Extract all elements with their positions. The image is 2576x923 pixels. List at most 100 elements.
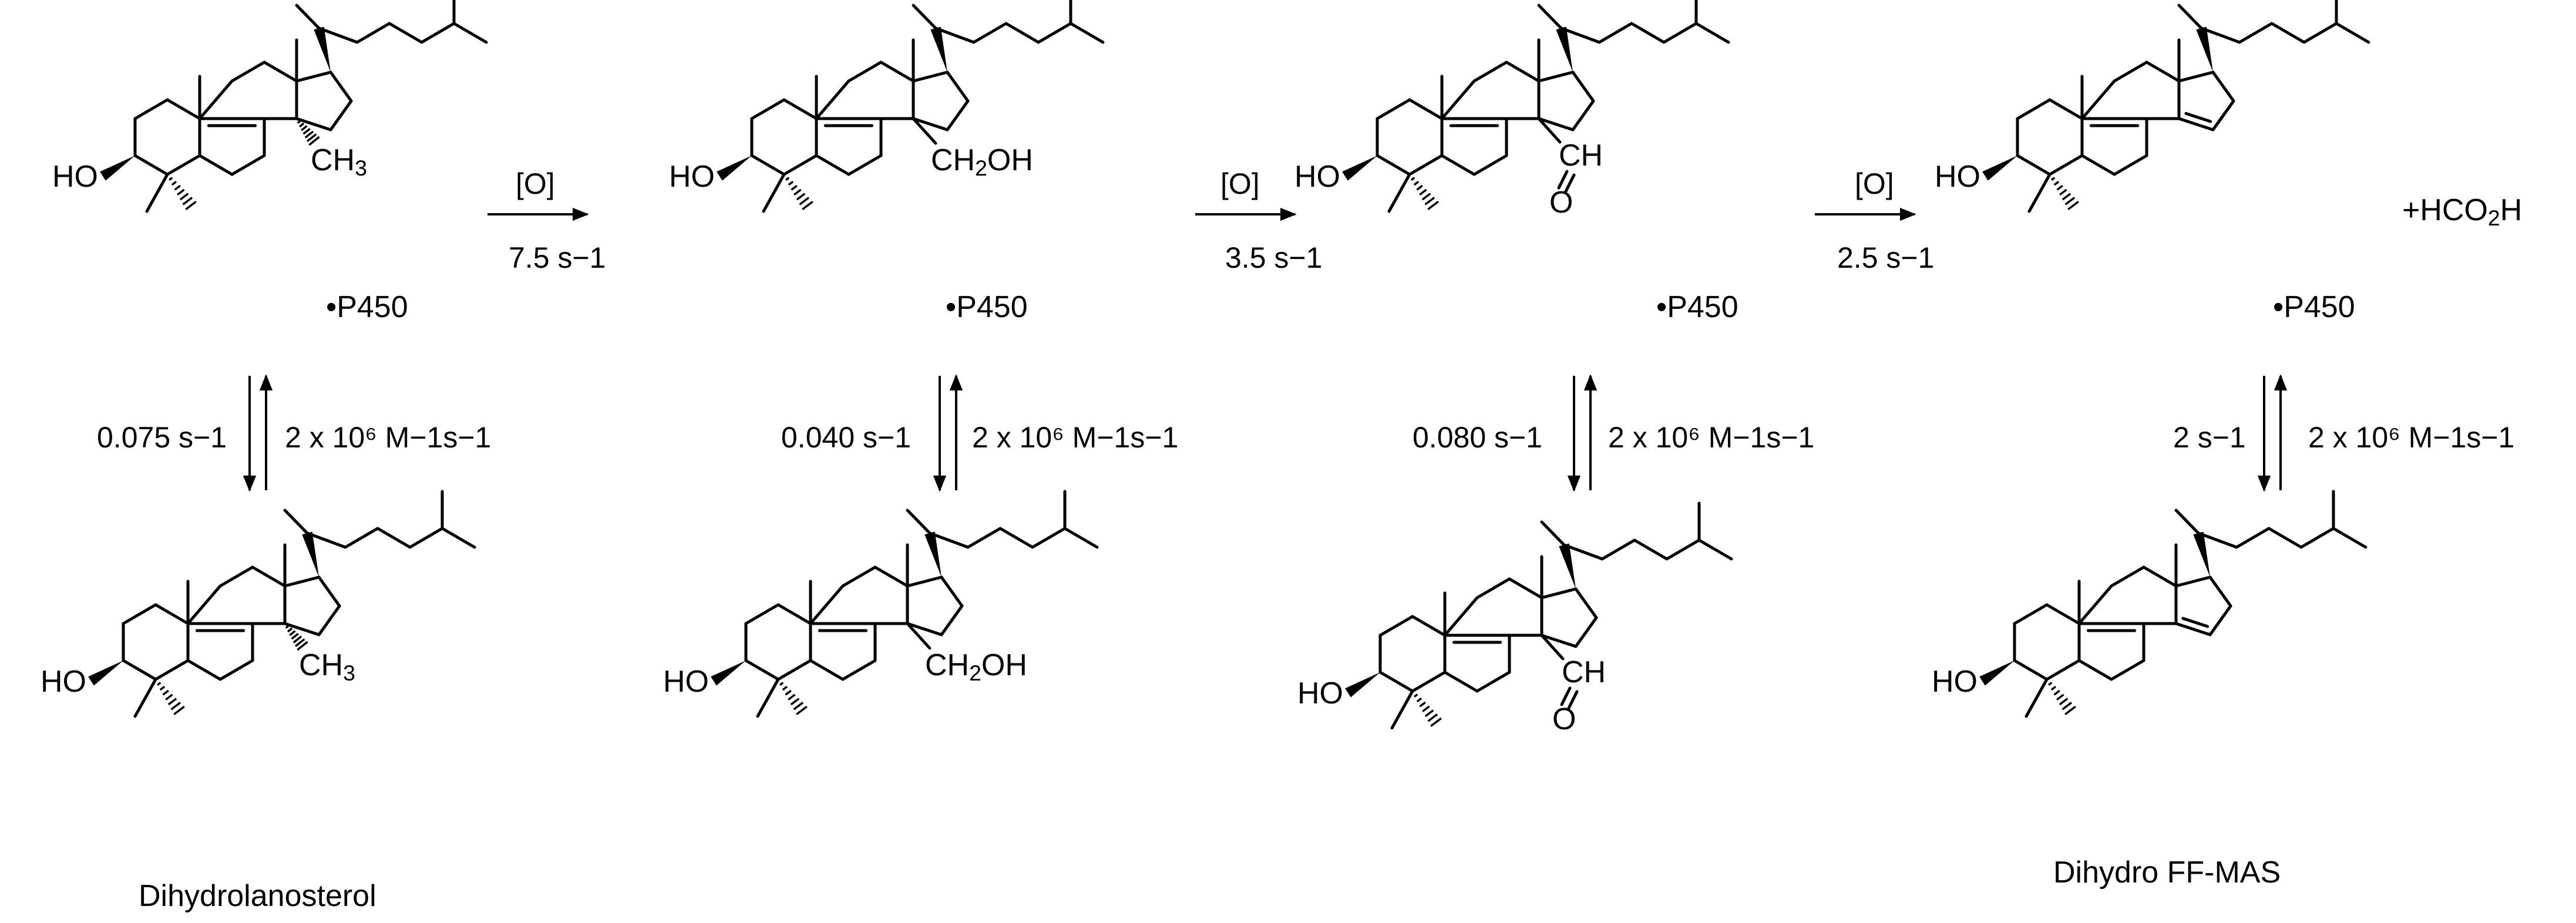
molecule-1-bottom-hash-me4-hash — [165, 693, 173, 700]
molecule-3-bottom-bond — [1443, 671, 1479, 693]
molecule-3-bottom-wedge-oh — [1345, 672, 1380, 698]
molecule-4-top-bond — [2302, 22, 2338, 44]
molecule-4-bottom-db1415-inner — [2181, 617, 2210, 628]
compound-name-dihydro-ff-mas: Dihydro FF-MAS — [2053, 855, 2281, 890]
molecule-4-bottom-bond — [2045, 659, 2081, 681]
molecule-1-bottom-bond — [305, 531, 347, 549]
p450-label-1: •P450 — [326, 290, 408, 324]
molecule-1-bottom-wedge-sidechain — [302, 531, 319, 577]
molecule-4-bottom-bond — [2332, 527, 2368, 549]
molecule-3-bottom-bond — [1574, 587, 1598, 619]
molecule-3-bottom-cho-bond — [1540, 634, 1565, 661]
molecule-1-bottom-hash-me4-hash — [159, 685, 166, 691]
molecule-2-top-ch2oh-label: CH2OH — [931, 143, 1033, 180]
molecule-1-bottom-hash-me14-hash — [285, 625, 290, 629]
molecule-2-bottom-bond — [1031, 527, 1067, 549]
molecule-3-top-hash-me4-hash — [1421, 193, 1431, 201]
molecule-1-top-ho-label: HO — [52, 160, 98, 194]
molecule-1-top-bond — [166, 154, 201, 176]
molecule-2-top-hash-me4-hash — [785, 177, 790, 181]
molecule-1-bottom-bond — [283, 508, 309, 535]
oxidation-3-rate: 2.5 s−1 — [1837, 241, 1935, 274]
molecule-3-bottom-hash-me4 — [1414, 693, 1442, 727]
molecule-1-bottom-ch3-label: CH3 — [299, 648, 355, 685]
molecule-1-bottom-bond — [154, 603, 190, 625]
molecule-3-top-wedge-oh — [1342, 156, 1377, 181]
molecule-3-top-hash-me4-hash — [1419, 188, 1427, 196]
molecule-4-bottom-bond — [2142, 565, 2178, 588]
molecule-1-top-bond — [295, 70, 332, 83]
molecule-4-bottom-bond — [2045, 603, 2081, 625]
molecule-2-top-bond — [750, 154, 786, 176]
molecule-2-bottom-bond — [966, 527, 1002, 549]
molecule-2-bottom-bond — [744, 603, 780, 625]
molecule-1-top-hash-me4-hash — [169, 177, 173, 181]
molecule-3-bottom-hash-me4-hash — [1414, 693, 1418, 698]
molecule-3-top-bond — [1408, 154, 1444, 176]
molecule-1-bottom-hash-me14-hash — [291, 632, 299, 640]
molecule-4-top-bond — [2177, 4, 2203, 30]
molecule-1-top-bond — [329, 70, 353, 103]
molecule-1-top-bond — [388, 22, 423, 44]
oxidation-2-rate: 3.5 s−1 — [1225, 241, 1323, 274]
molecule-3-top-bond — [1630, 22, 1666, 44]
molecule-1-top-hash-me14-hash — [308, 136, 320, 146]
molecule-1-top-hash-me14 — [297, 120, 320, 146]
molecule-1-top-hash-me14-hash — [301, 125, 308, 132]
molecule-4-top-bond — [2113, 154, 2148, 176]
molecule-2-bottom-ch2-bond — [906, 622, 931, 650]
molecule-2-top-bond — [1069, 22, 1105, 44]
molecule-2-bottom-bond — [756, 678, 780, 718]
molecule-1-top-bond — [329, 99, 353, 132]
molecule-2-bottom-hash-me4-hash — [790, 698, 800, 706]
molecule-1-bottom-bond — [122, 659, 157, 681]
molecule-4-bottom-bond — [2197, 531, 2238, 549]
molecule-3-top-hash-me4-hash — [1411, 177, 1415, 181]
molecule-1-bottom-hash-me14-hash — [287, 627, 293, 633]
molecule-2-bottom-bond — [906, 508, 931, 535]
molecule-3-bottom-bond — [1574, 616, 1598, 648]
molecule-3-top-hash-me4 — [1411, 177, 1439, 211]
molecule-1-bottom-bond — [218, 565, 254, 588]
molecule-4-top-bond — [2048, 98, 2084, 120]
molecule-2-top-hash-me4-hash — [793, 188, 802, 196]
molecule-2-bottom-wedge-oh — [711, 661, 746, 686]
molecule-3-top-bond — [1571, 99, 1595, 132]
molecule-3-top-bond — [1440, 79, 1476, 120]
molecule-1-bottom-hash-me4-hash — [173, 705, 185, 716]
molecule-4-top-bond — [2270, 22, 2306, 44]
molecule-4-top-wedge-oh — [1982, 156, 2017, 181]
molecule-4-bottom-bond — [2174, 575, 2212, 588]
molecule-2-top-bond — [879, 60, 915, 83]
molecule-4-top-hash-me4-hash — [2067, 200, 2079, 211]
molecule-2-bottom-bond — [776, 659, 812, 681]
molecule-2-top-bond — [912, 4, 937, 30]
molecule-2-bottom-hash-me4-hash — [793, 702, 804, 710]
molecule-1-top-hash-me14-hash — [302, 127, 311, 135]
molecule-1-bottom-hash-me4-hash — [170, 702, 181, 710]
molecule-1-bottom-wedge-oh — [88, 661, 123, 686]
molecule-3-top-bond — [1376, 154, 1411, 176]
molecule-1-top-bond — [230, 60, 266, 83]
molecule-2-top-wedge-oh — [717, 156, 752, 181]
molecule-4-bottom-bond — [2208, 575, 2232, 608]
molecule-3-bottom-bond — [1411, 671, 1447, 693]
molecule-4-top-db1415-inner — [2184, 112, 2212, 123]
molecule-1-top-bond — [230, 154, 266, 176]
molecule-3-bottom-bond — [1390, 689, 1414, 730]
molecule-4-top-bond — [2080, 154, 2116, 176]
molecule-1-top-wedge-oh — [100, 156, 135, 181]
molecule-3-bottom-bond — [1697, 538, 1733, 561]
molecule-2-bottom-bond — [841, 659, 877, 681]
molecule-1-top-bond — [133, 154, 169, 176]
molecule-3-bottom-bond — [1600, 538, 1636, 561]
molecule-1-bottom-bond — [408, 527, 444, 549]
molecule-3-bottom-cho-c-label: CH — [1562, 655, 1606, 689]
molecule-1-top-hash-me4-hash — [174, 184, 181, 191]
molecule-1-bottom-bond — [317, 575, 341, 608]
